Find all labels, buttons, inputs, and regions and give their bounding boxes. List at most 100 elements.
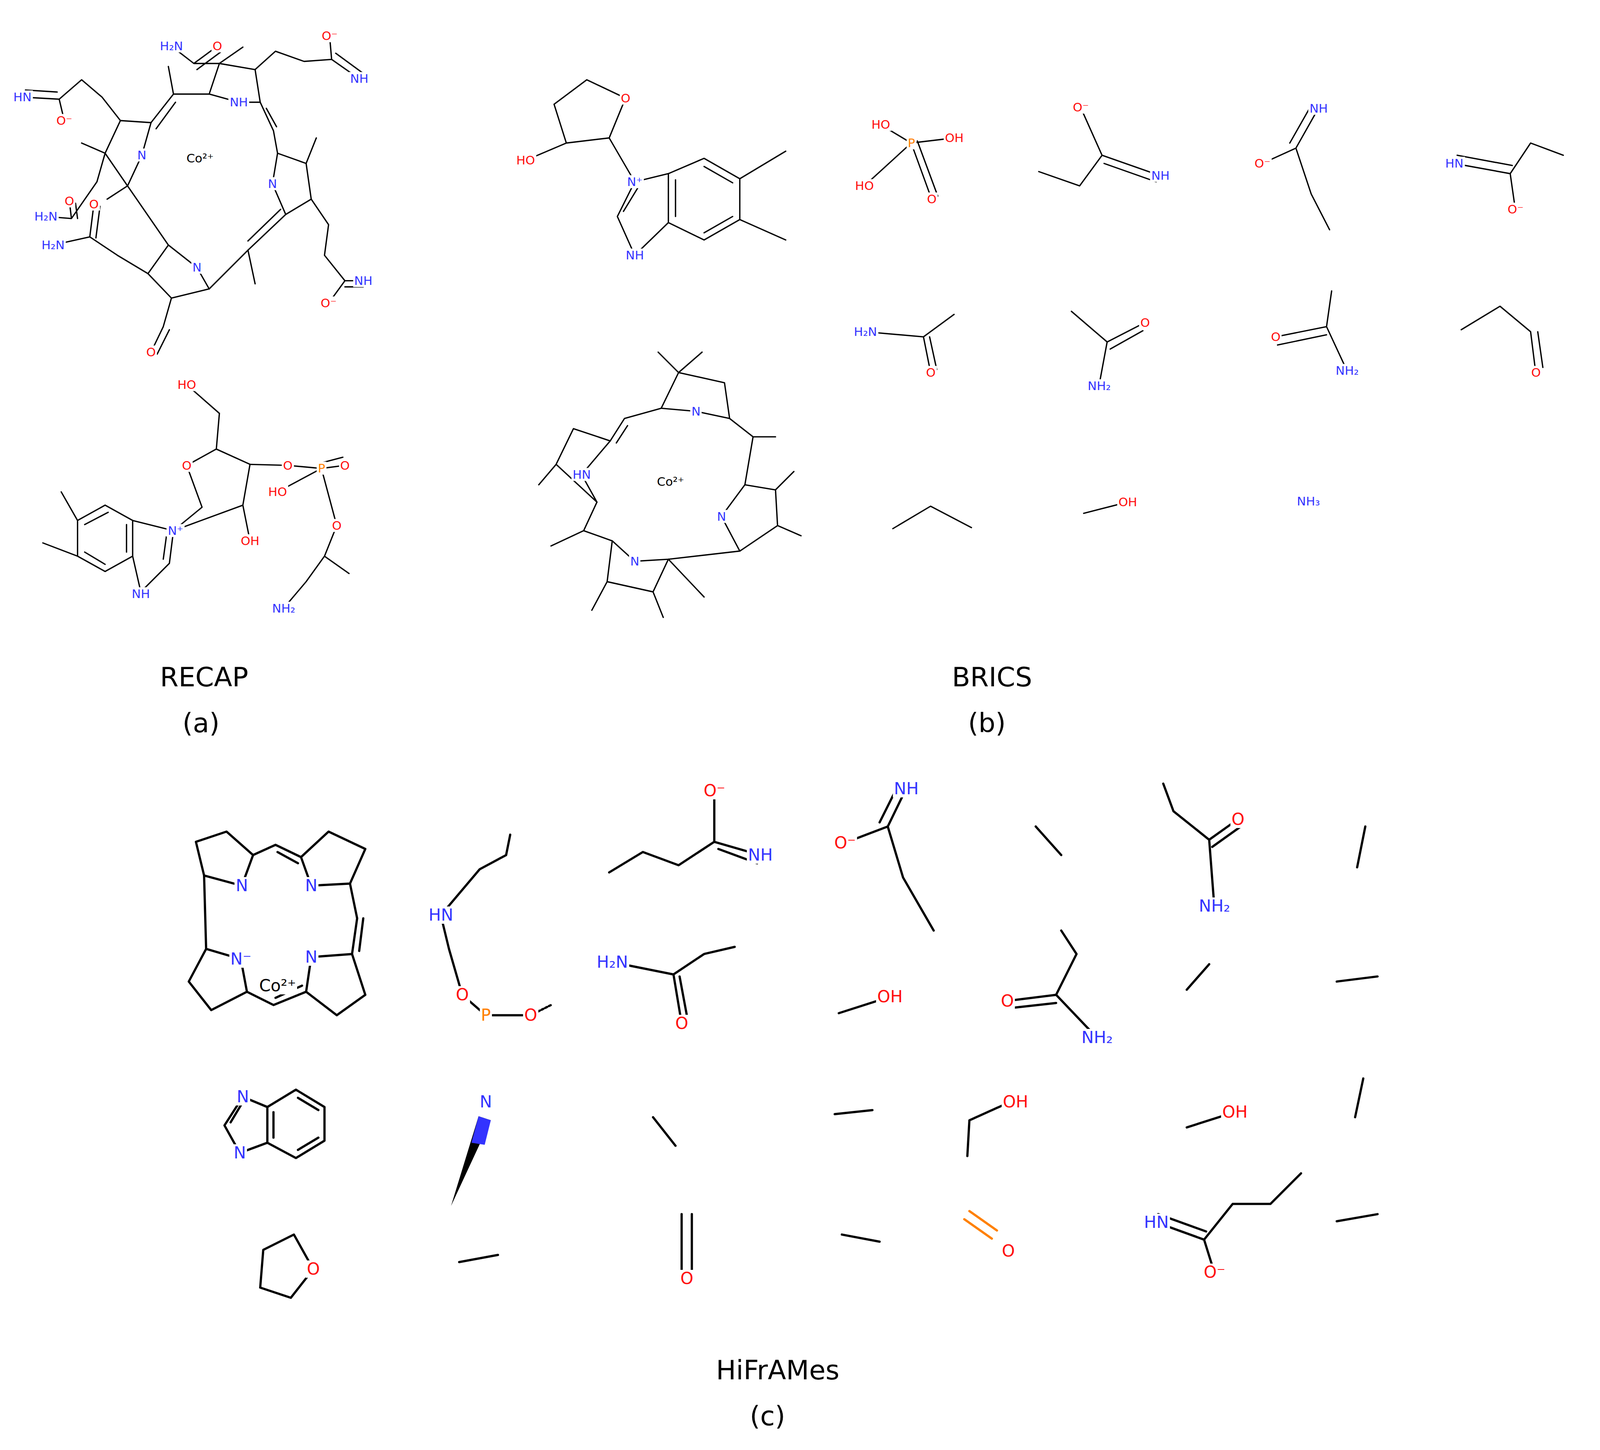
wedge-bond — [451, 1116, 491, 1207]
atom-label: N — [234, 877, 249, 895]
atom-label: O⁻ — [832, 834, 857, 852]
atom-label: Co²⁺ — [185, 151, 215, 165]
atom-label: OH — [1117, 495, 1139, 509]
atom-label: HN — [571, 468, 593, 482]
atom-label: Co²⁺ — [655, 475, 685, 489]
atom-label: N — [232, 1144, 247, 1162]
atom-label: H₂N — [852, 325, 879, 339]
atom-label: NH — [348, 72, 370, 86]
panel-caption: HiFrAMes — [714, 1357, 841, 1385]
atom-label: NH₂ — [1086, 379, 1113, 393]
atom-label: N⁺ — [166, 524, 185, 538]
atom-label: OH — [943, 131, 965, 145]
panel-caption: (b) — [966, 709, 1007, 738]
atom-label: O — [339, 458, 351, 472]
atom-label: HO — [870, 118, 892, 132]
atom-label: N — [690, 404, 702, 418]
atom-label: O — [619, 91, 632, 105]
atom-label: NH — [892, 780, 920, 798]
atom-label: NH — [130, 587, 152, 601]
atom-label: Co²⁺ — [257, 977, 298, 995]
atom-label: O⁻ — [54, 113, 74, 127]
atom-label: N⁺ — [625, 175, 644, 189]
atom-label: O⁻ — [1506, 202, 1526, 216]
panel-caption: (a) — [181, 709, 222, 738]
atom-label: H₂N — [595, 953, 630, 972]
atom-label: H₂N — [33, 210, 59, 223]
atom-label: O⁻ — [320, 29, 339, 43]
atom-label: HN — [427, 906, 455, 925]
atom-label: NH₂ — [1334, 363, 1361, 377]
atom-label: N — [191, 261, 203, 274]
atom-label: HO — [176, 378, 198, 392]
atom-label: O — [1000, 1242, 1016, 1261]
atom-label: O — [330, 519, 343, 533]
atom-label: H₂N — [158, 39, 185, 53]
atom-label: O — [522, 1006, 539, 1025]
atom-label: O — [63, 194, 76, 208]
atom-label: OH — [1001, 1093, 1030, 1111]
bond-lines — [188, 783, 1378, 1299]
atom-label: P — [906, 136, 917, 150]
atom-label: N — [303, 948, 319, 967]
atom-label: O — [211, 39, 224, 53]
atom-label: O — [87, 197, 100, 211]
atom-label: O — [1530, 366, 1542, 380]
atom-label: O — [305, 1260, 322, 1279]
atom-label: N — [715, 509, 728, 523]
panel-caption: (c) — [748, 1402, 787, 1431]
panel-caption: BRICS — [950, 663, 1034, 692]
atom-label: HN — [1142, 1214, 1170, 1232]
atom-label: O — [1139, 315, 1151, 329]
atom-label: O⁻ — [1202, 1263, 1227, 1282]
atom-label: O — [673, 1015, 690, 1033]
atom-label: HO — [266, 485, 289, 499]
atom-label: HN — [1444, 157, 1465, 170]
atom-label: O — [999, 992, 1016, 1011]
atom-label: O — [145, 345, 158, 359]
atom-label: NH — [1150, 169, 1171, 183]
atom-label: OH — [239, 534, 261, 548]
atom-label: H₂N — [40, 238, 66, 252]
atom-label: NH — [228, 95, 250, 109]
atom-label: O⁻ — [1071, 100, 1091, 114]
atom-label: O⁻ — [319, 296, 338, 310]
bond-lines — [22, 36, 1564, 618]
atom-label: HO — [853, 179, 875, 193]
atom-label: O — [1230, 810, 1246, 829]
atom-label: N — [266, 177, 279, 191]
atom-label: NH — [352, 274, 374, 288]
atom-label: O⁻ — [702, 782, 727, 800]
panel-caption: RECAP — [158, 663, 250, 692]
atom-label: O — [679, 1270, 695, 1288]
atom-label: O — [281, 458, 294, 472]
atom-label: NH — [624, 248, 646, 262]
atom-label: O — [180, 458, 193, 472]
atom-label: NH₂ — [270, 601, 297, 615]
double-bond — [964, 1211, 998, 1239]
atom-label: N — [136, 148, 148, 162]
atom-label: P — [479, 1006, 492, 1025]
atom-label: O⁻ — [1253, 157, 1272, 170]
atom-label: NH — [1308, 101, 1330, 115]
atom-label: NH₂ — [1197, 897, 1232, 916]
atom-label: N — [478, 1093, 494, 1111]
atom-label: HO — [515, 153, 537, 167]
atom-label: HN — [12, 90, 33, 104]
atom-label: OH — [876, 988, 905, 1006]
atom-label: NH₂ — [1080, 1029, 1115, 1047]
atom-label: N — [303, 877, 319, 895]
atom-label: O — [454, 986, 470, 1004]
atom-label: P — [316, 462, 327, 475]
atom-label: O — [1269, 330, 1282, 344]
atom-label: O — [926, 192, 938, 206]
atom-label: NH — [747, 846, 775, 864]
atom-label: N⁻ — [229, 950, 253, 969]
atom-label: N — [235, 1088, 251, 1106]
atom-label: O — [924, 366, 937, 380]
atom-label: OH — [1221, 1103, 1250, 1122]
atom-label: N — [629, 555, 641, 569]
atom-label: NH₃ — [1295, 494, 1322, 508]
